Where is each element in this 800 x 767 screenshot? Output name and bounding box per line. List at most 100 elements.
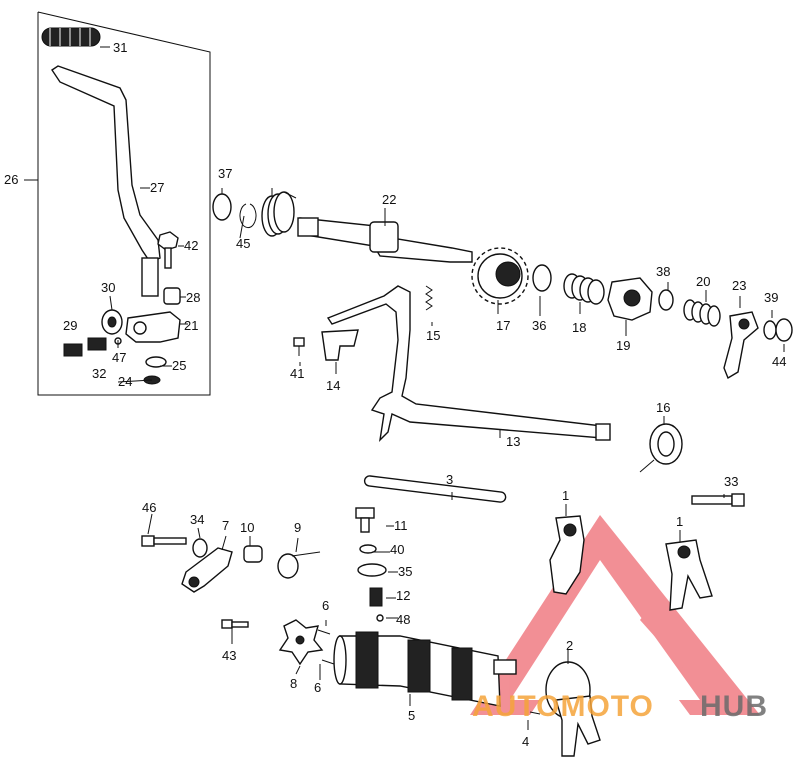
callout-label: 29: [63, 318, 77, 333]
callout-label: 6: [322, 598, 329, 613]
leader-line: [197, 527, 201, 539]
leader-line: [221, 535, 227, 551]
callout-label: 16: [656, 400, 670, 415]
kick-grip-rubber: [41, 27, 110, 48]
stopper-arm-7: [181, 547, 233, 593]
callout-label: 26: [4, 172, 18, 187]
kick-pedal-joint: [125, 311, 188, 343]
callout-label: 3: [446, 472, 453, 487]
callout-label: 28: [186, 290, 200, 305]
callout-label: 42: [184, 238, 198, 253]
pin-4: [529, 711, 541, 715]
callout-label: 27: [150, 180, 164, 195]
callout-label: 37: [218, 166, 232, 181]
callout-label: 25: [172, 358, 186, 373]
callout-label: 10: [240, 520, 254, 535]
callout-label: 46: [142, 500, 156, 515]
collar: [163, 287, 181, 305]
callout-label: 2: [566, 638, 573, 653]
callout-label: 31: [113, 40, 127, 55]
callout-label: 20: [696, 274, 710, 289]
spring-9: [277, 551, 321, 579]
circlip-46: [239, 203, 257, 229]
watermark-text: AUTOMOTO HUB: [472, 690, 768, 723]
callout-label: 13: [506, 434, 520, 449]
washer-37: [532, 264, 552, 292]
shift-fork-1a: [549, 515, 585, 595]
watermark-logo: [470, 515, 760, 715]
bolt-47: [141, 535, 187, 547]
washer-26: [145, 356, 167, 368]
washer-39: [658, 289, 674, 311]
kick-starter-gear: [471, 247, 529, 305]
leader-line: [295, 537, 299, 553]
callout-label: 48: [396, 612, 410, 627]
callout-label: 8: [290, 676, 297, 691]
watermark-part2: HUB: [700, 690, 768, 723]
spring-20: [683, 299, 721, 327]
kick-arm: [51, 65, 161, 297]
spring-12: [369, 587, 383, 607]
bolt-44: [221, 619, 249, 629]
callout-label: 1: [562, 488, 569, 503]
spring-15: [425, 285, 433, 311]
callout-label: 5: [408, 708, 415, 723]
callout-label: 40: [390, 542, 404, 557]
stopper-arm-23: [723, 311, 759, 380]
kickstart-assembly-box: [24, 11, 211, 396]
kick-shaft: [297, 217, 473, 263]
callout-label: 34: [190, 512, 204, 527]
bolt-34: [691, 493, 745, 507]
callout-label: 47: [112, 350, 126, 365]
leader-line: [147, 513, 153, 535]
pin-33: [87, 337, 107, 351]
spring-18: [563, 273, 605, 305]
callout-label: 17: [496, 318, 510, 333]
shift-drum-stopper-plate: [278, 619, 324, 666]
kick-arm-bolt: [157, 231, 184, 269]
callout-label: 19: [616, 338, 630, 353]
leader-line: [295, 665, 301, 675]
callout-label: 45: [236, 236, 250, 251]
callout-label: 36: [532, 318, 546, 333]
callout-label: 18: [572, 320, 586, 335]
callout-label: 30: [101, 280, 115, 295]
bolt-11: [355, 507, 375, 533]
callout-label: 23: [732, 278, 746, 293]
callout-label: 12: [396, 588, 410, 603]
shift-fork-2: [545, 661, 601, 757]
callout-label: 35: [398, 564, 412, 579]
callout-label: 7: [222, 518, 229, 533]
ring-38: [212, 193, 232, 221]
shift-drum: [333, 631, 517, 707]
leader-line: [117, 379, 153, 383]
kick-spring: [261, 191, 297, 237]
watermark-part1: AUTOMOTO: [472, 690, 654, 723]
callout-label: 38: [656, 264, 670, 279]
callout-label: 6: [314, 680, 321, 695]
leader-line: [239, 215, 245, 239]
pin-30: [63, 343, 83, 357]
plate-36: [357, 563, 387, 577]
plate-14: [321, 329, 359, 361]
callout-label: 33: [724, 474, 738, 489]
ball-48b: [376, 614, 384, 622]
shift-fork-1b: [665, 539, 713, 611]
callout-label: 14: [326, 378, 340, 393]
callout-label: 21: [184, 318, 198, 333]
return-spring: [639, 423, 683, 473]
gearshift-spindle: [326, 285, 611, 443]
callout-label: 1: [676, 514, 683, 529]
callout-label: 22: [382, 192, 396, 207]
callout-label: 43: [222, 648, 236, 663]
callout-label: 39: [764, 290, 778, 305]
ring-45: [775, 318, 793, 342]
ratchet: [607, 277, 653, 321]
washer-35: [192, 538, 208, 558]
callout-label: 44: [772, 354, 786, 369]
callout-label: 4: [522, 734, 529, 749]
washer-41: [359, 544, 377, 554]
pin-42: [293, 337, 305, 356]
callout-label: 41: [290, 366, 304, 381]
